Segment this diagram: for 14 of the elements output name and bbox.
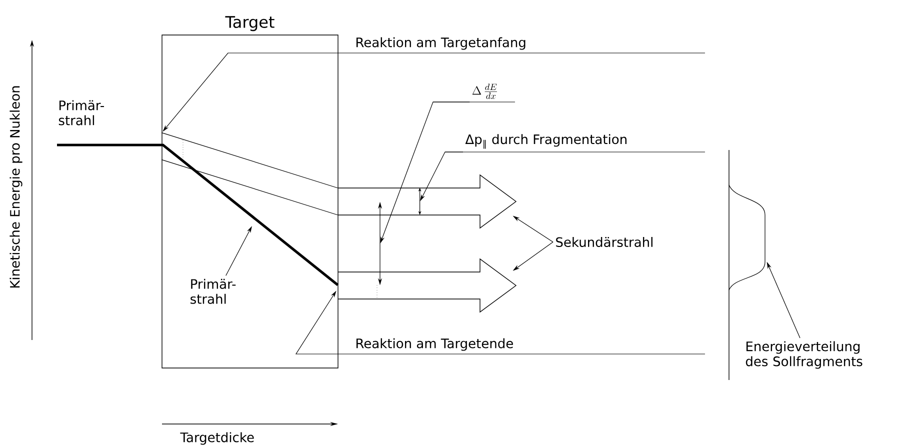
callout-text: Energieverteilung des Sollfragments <box>746 341 862 369</box>
callout-text: Reaktion am Targetende <box>356 338 513 351</box>
callout-text: Δp$_{∥}$ durch Fragmentation <box>465 134 626 149</box>
callout-text: Sekundärstrahl <box>556 236 652 248</box>
axis-label: Kinetische Energie pro Nukleon <box>10 86 22 288</box>
leader-line <box>161 132 338 188</box>
formula-label: $\Delta\,\frac{dE}{dx}$ <box>472 84 497 99</box>
beam-line <box>57 144 339 286</box>
callout-text: Reaktion am Targetanfang <box>356 37 526 50</box>
callout-text: Primär- strahl <box>190 278 236 304</box>
box-heading: Target <box>225 16 274 32</box>
beam-label: Primär- strahl <box>58 100 104 126</box>
leader-line <box>161 159 338 216</box>
axis-label: Targetdicke <box>180 432 254 445</box>
